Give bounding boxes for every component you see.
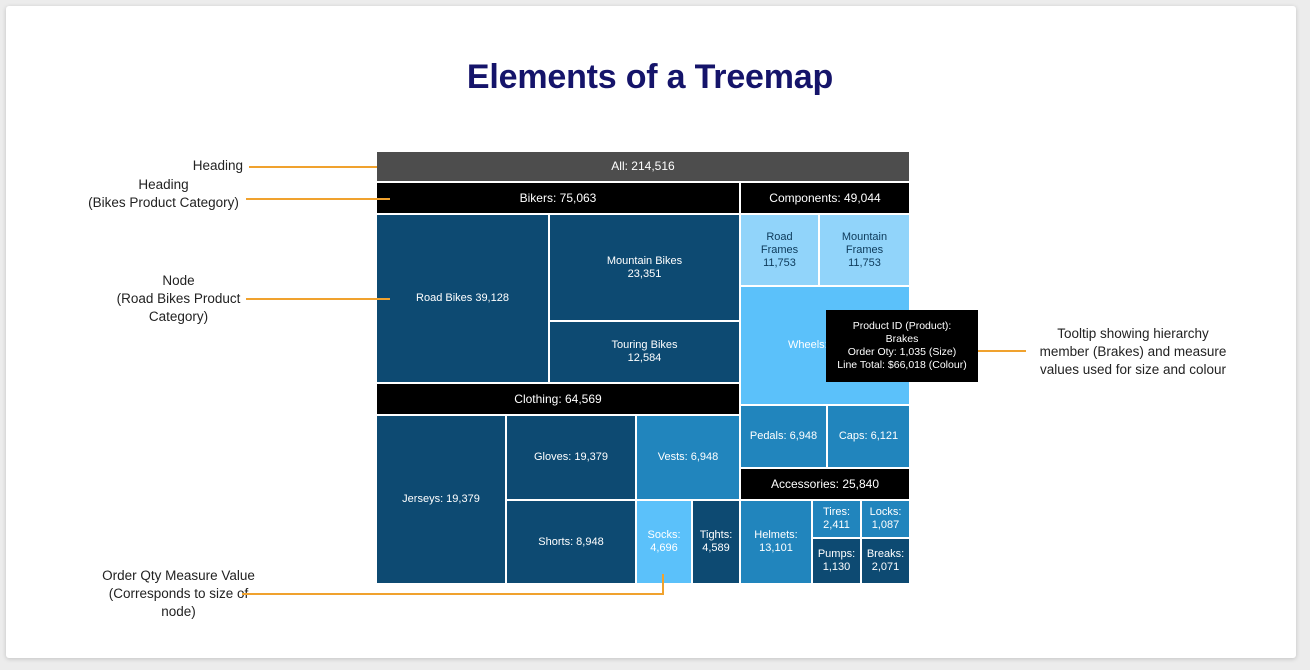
tile-caps[interactable]: Caps: 6,121 xyxy=(827,405,910,468)
tile-mountain-frames[interactable]: Mountain Frames 11,753 xyxy=(819,214,910,286)
tile-touring-bikes[interactable]: Touring Bikes 12,584 xyxy=(549,321,740,383)
tile-pumps[interactable]: Pumps: 1,130 xyxy=(812,538,861,584)
page-title: Elements of a Treemap xyxy=(466,58,834,96)
connector-tooltip xyxy=(978,350,1026,352)
tile-vests[interactable]: Vests: 6,948 xyxy=(636,415,740,500)
tooltip-line-1: Product ID (Product): xyxy=(852,320,952,332)
connector-node xyxy=(246,298,390,300)
tile-locks[interactable]: Locks: 1,087 xyxy=(861,500,910,538)
tile-road-bikes[interactable]: Road Bikes 39,128 xyxy=(376,214,549,383)
tile-tights[interactable]: Tights: 4,589 xyxy=(692,500,740,584)
tile-mountain-bikes[interactable]: Mountain Bikes 23,351 xyxy=(549,214,740,321)
tile-road-frames[interactable]: Road Frames 11,753 xyxy=(740,214,819,286)
tooltip-line-3: Order Oty: 1,035 (Size) xyxy=(847,346,957,358)
tooltip-line-4: Line Total: $66,018 (Colour) xyxy=(837,359,967,371)
tile-jerseys[interactable]: Jerseys: 19,379 xyxy=(376,415,506,584)
connector-heading-bikes xyxy=(246,198,390,200)
tile-gloves[interactable]: Gloves: 19,379 xyxy=(506,415,636,500)
tile-shorts[interactable]: Shorts: 8,948 xyxy=(506,500,636,584)
tile-pedals[interactable]: Pedals: 6,948 xyxy=(740,405,827,468)
tooltip: Product ID (Product): Brakes Order Oty: … xyxy=(826,310,978,382)
tile-helmets[interactable]: Helmets: 13,101 xyxy=(740,500,812,584)
annotation-tooltip: Tooltip showing hierarchy member (Brakes… xyxy=(1039,326,1227,377)
annotation-node: Node (Road Bikes Product Category) xyxy=(116,273,241,324)
tile-clothing-heading[interactable]: Clothing: 64,569 xyxy=(376,383,740,415)
tile-socks[interactable]: Socks: 4,696 xyxy=(636,500,692,584)
tile-bikers-heading[interactable]: Bikers: 75,063 xyxy=(376,182,740,214)
tile-all-heading[interactable]: All: 214,516 xyxy=(376,151,910,182)
connector-heading xyxy=(249,166,377,168)
annotation-heading-bikes: Heading (Bikes Product Category) xyxy=(88,177,239,210)
annotation-order-qty: Order Qty Measure Value (Corresponds to … xyxy=(102,568,255,619)
tooltip-line-2: Brakes xyxy=(885,333,919,345)
tile-tires[interactable]: Tires: 2,411 xyxy=(812,500,861,538)
tile-accessories-heading[interactable]: Accessories: 25,840 xyxy=(740,468,910,500)
connector-order-qty-vertical xyxy=(662,574,664,595)
tile-breaks[interactable]: Breaks: 2,071 xyxy=(861,538,910,584)
tile-components-heading[interactable]: Components: 49,044 xyxy=(740,182,910,214)
connector-order-qty xyxy=(242,593,664,595)
annotation-heading: Heading xyxy=(192,158,243,173)
